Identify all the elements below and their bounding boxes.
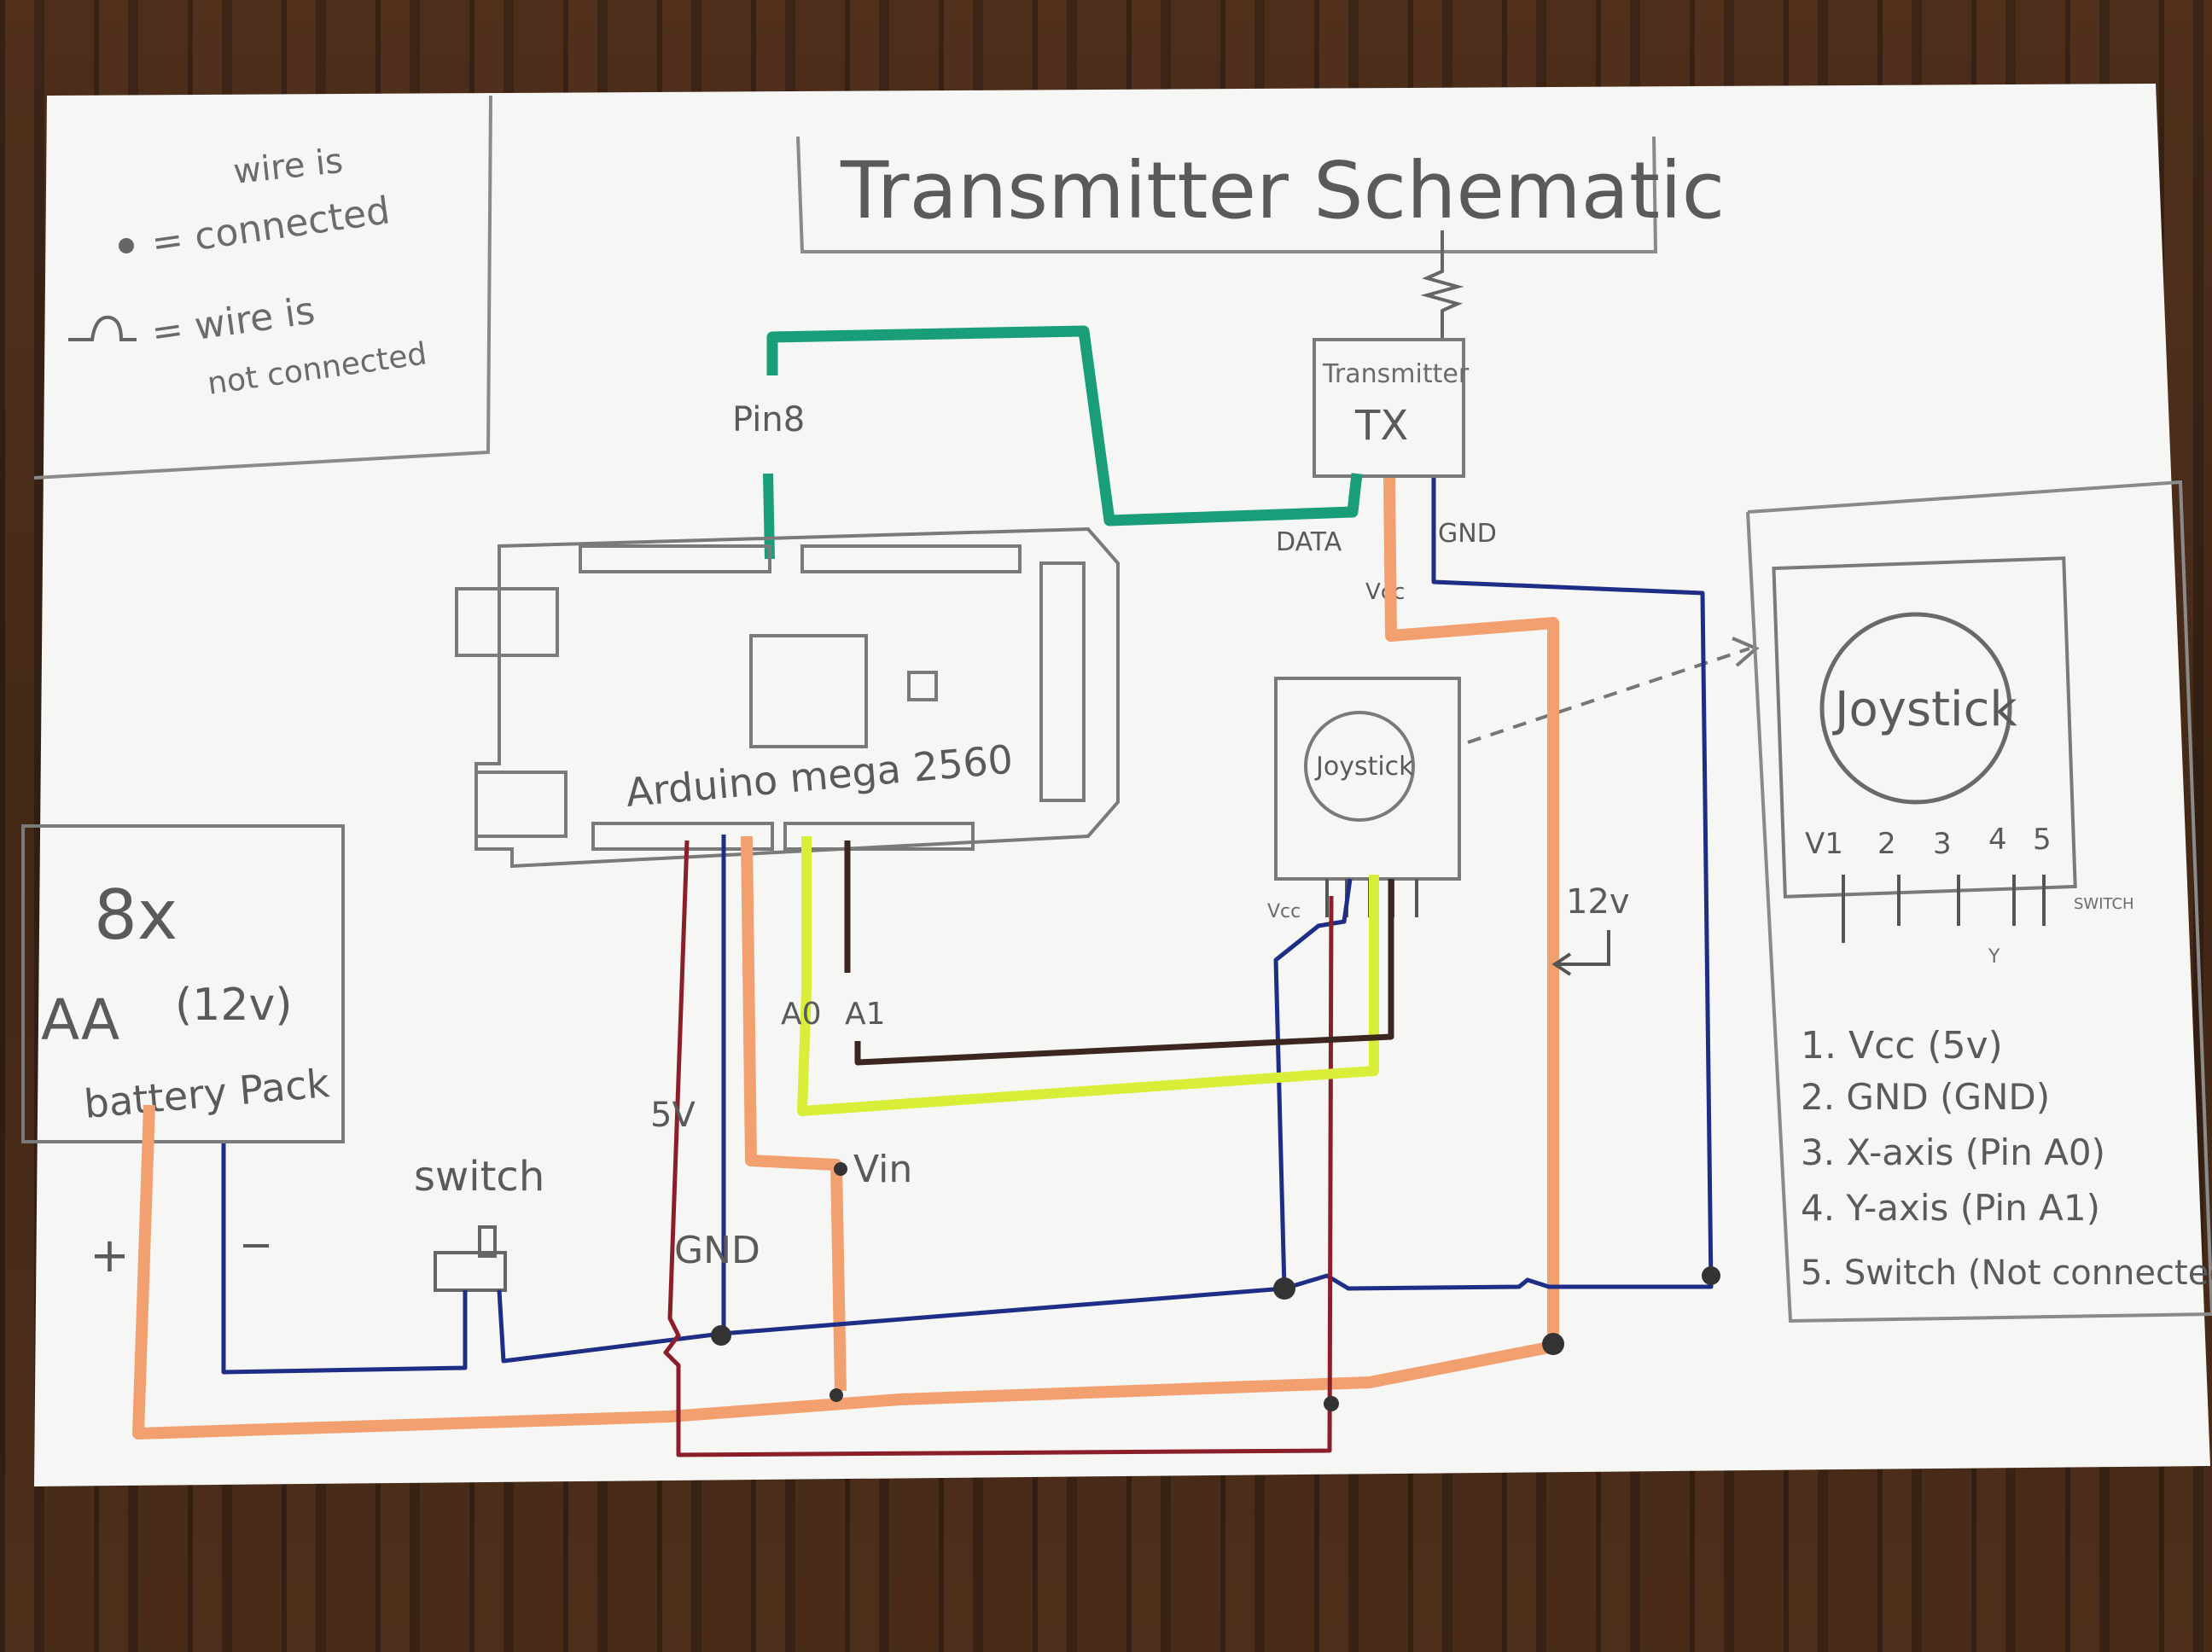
transmitter-tx-label: TX bbox=[1354, 402, 1408, 450]
joystick-note-2: 2. GND (GND) bbox=[1801, 1076, 2050, 1118]
joystick-detail-pin-1: V1 bbox=[1805, 827, 1843, 861]
a1-label: A1 bbox=[845, 997, 886, 1032]
connection-dots bbox=[711, 1162, 1720, 1411]
battery-minus: − bbox=[239, 1221, 273, 1269]
a0-wire-yellow bbox=[797, 836, 1379, 1116]
battery-count: 8x bbox=[94, 875, 178, 955]
antenna-spring bbox=[1420, 230, 1464, 340]
battery-plus: + bbox=[90, 1228, 130, 1283]
joystick-knob bbox=[1304, 711, 1415, 822]
transmitter-module bbox=[1313, 338, 1465, 478]
joystick-note-4: 4. Y-axis (Pin A1) bbox=[1801, 1187, 2100, 1229]
joystick-note-3: 3. X-axis (Pin A0) bbox=[1801, 1131, 2105, 1173]
joystick-detail-box bbox=[1746, 480, 2212, 1323]
joystick-detail-switch-tag: SWITCH bbox=[2074, 895, 2134, 913]
transmitter-label: Transmitter bbox=[1322, 359, 1470, 389]
joystick-label: Joystick bbox=[1314, 752, 1414, 782]
vin-label: Vin bbox=[853, 1148, 912, 1191]
paper-sheet bbox=[34, 84, 2210, 1486]
title-box bbox=[796, 136, 1658, 253]
joystick-detail-pin-3: 3 bbox=[1933, 827, 1952, 861]
twelve-v-arrow bbox=[1551, 930, 1610, 976]
joystick-detail-pin-4: 4 bbox=[1988, 823, 2007, 857]
switch-label: switch bbox=[414, 1153, 544, 1201]
joystick-detail-pin-5: 5 bbox=[2033, 823, 2052, 857]
twelve-v-label: 12v bbox=[1566, 882, 1630, 922]
a0-label: A0 bbox=[781, 997, 822, 1032]
arduino-mega-board bbox=[455, 526, 1120, 869]
joystick-module bbox=[1274, 677, 1461, 881]
data-wire-green bbox=[766, 325, 1363, 526]
joystick-detail-module bbox=[1772, 556, 2077, 899]
transmitter-data-label: DATA bbox=[1276, 527, 1342, 557]
gnd-label: GND bbox=[674, 1229, 760, 1272]
five-v-label: 5V bbox=[650, 1096, 696, 1135]
battery-voltage: (12v) bbox=[175, 980, 293, 1031]
transmitter-gnd-label: GND bbox=[1438, 519, 1497, 549]
vin-wire-orange bbox=[132, 477, 1559, 1440]
joystick-detail-pin-2: 2 bbox=[1877, 827, 1896, 861]
battery-pack bbox=[21, 824, 345, 1143]
hop-symbol bbox=[68, 315, 137, 341]
joystick-note-5: 5. Switch (Not connected) bbox=[1801, 1254, 2212, 1293]
joystick-vcc-label: Vcc bbox=[1267, 901, 1301, 922]
joystick-detail-y-tag: Y bbox=[1988, 946, 2000, 968]
battery-type: AA bbox=[41, 987, 119, 1053]
page-title: Transmitter Schematic bbox=[840, 145, 1725, 236]
connected-dot-symbol bbox=[119, 238, 134, 253]
five-v-wire-red bbox=[663, 840, 1334, 1457]
slide-switch bbox=[434, 1251, 507, 1292]
joystick-detail-pins bbox=[1842, 875, 2046, 943]
joystick-detail-knob bbox=[1819, 612, 2012, 805]
slide-switch-knob bbox=[478, 1225, 497, 1258]
pin8-label: Pin8 bbox=[732, 400, 805, 439]
joystick-detail-label: Joystick bbox=[1832, 682, 2017, 737]
a1-wire-brown bbox=[844, 841, 1394, 1066]
legend-box bbox=[33, 95, 492, 480]
joystick-note-1: 1. Vcc (5v) bbox=[1801, 1024, 2003, 1067]
